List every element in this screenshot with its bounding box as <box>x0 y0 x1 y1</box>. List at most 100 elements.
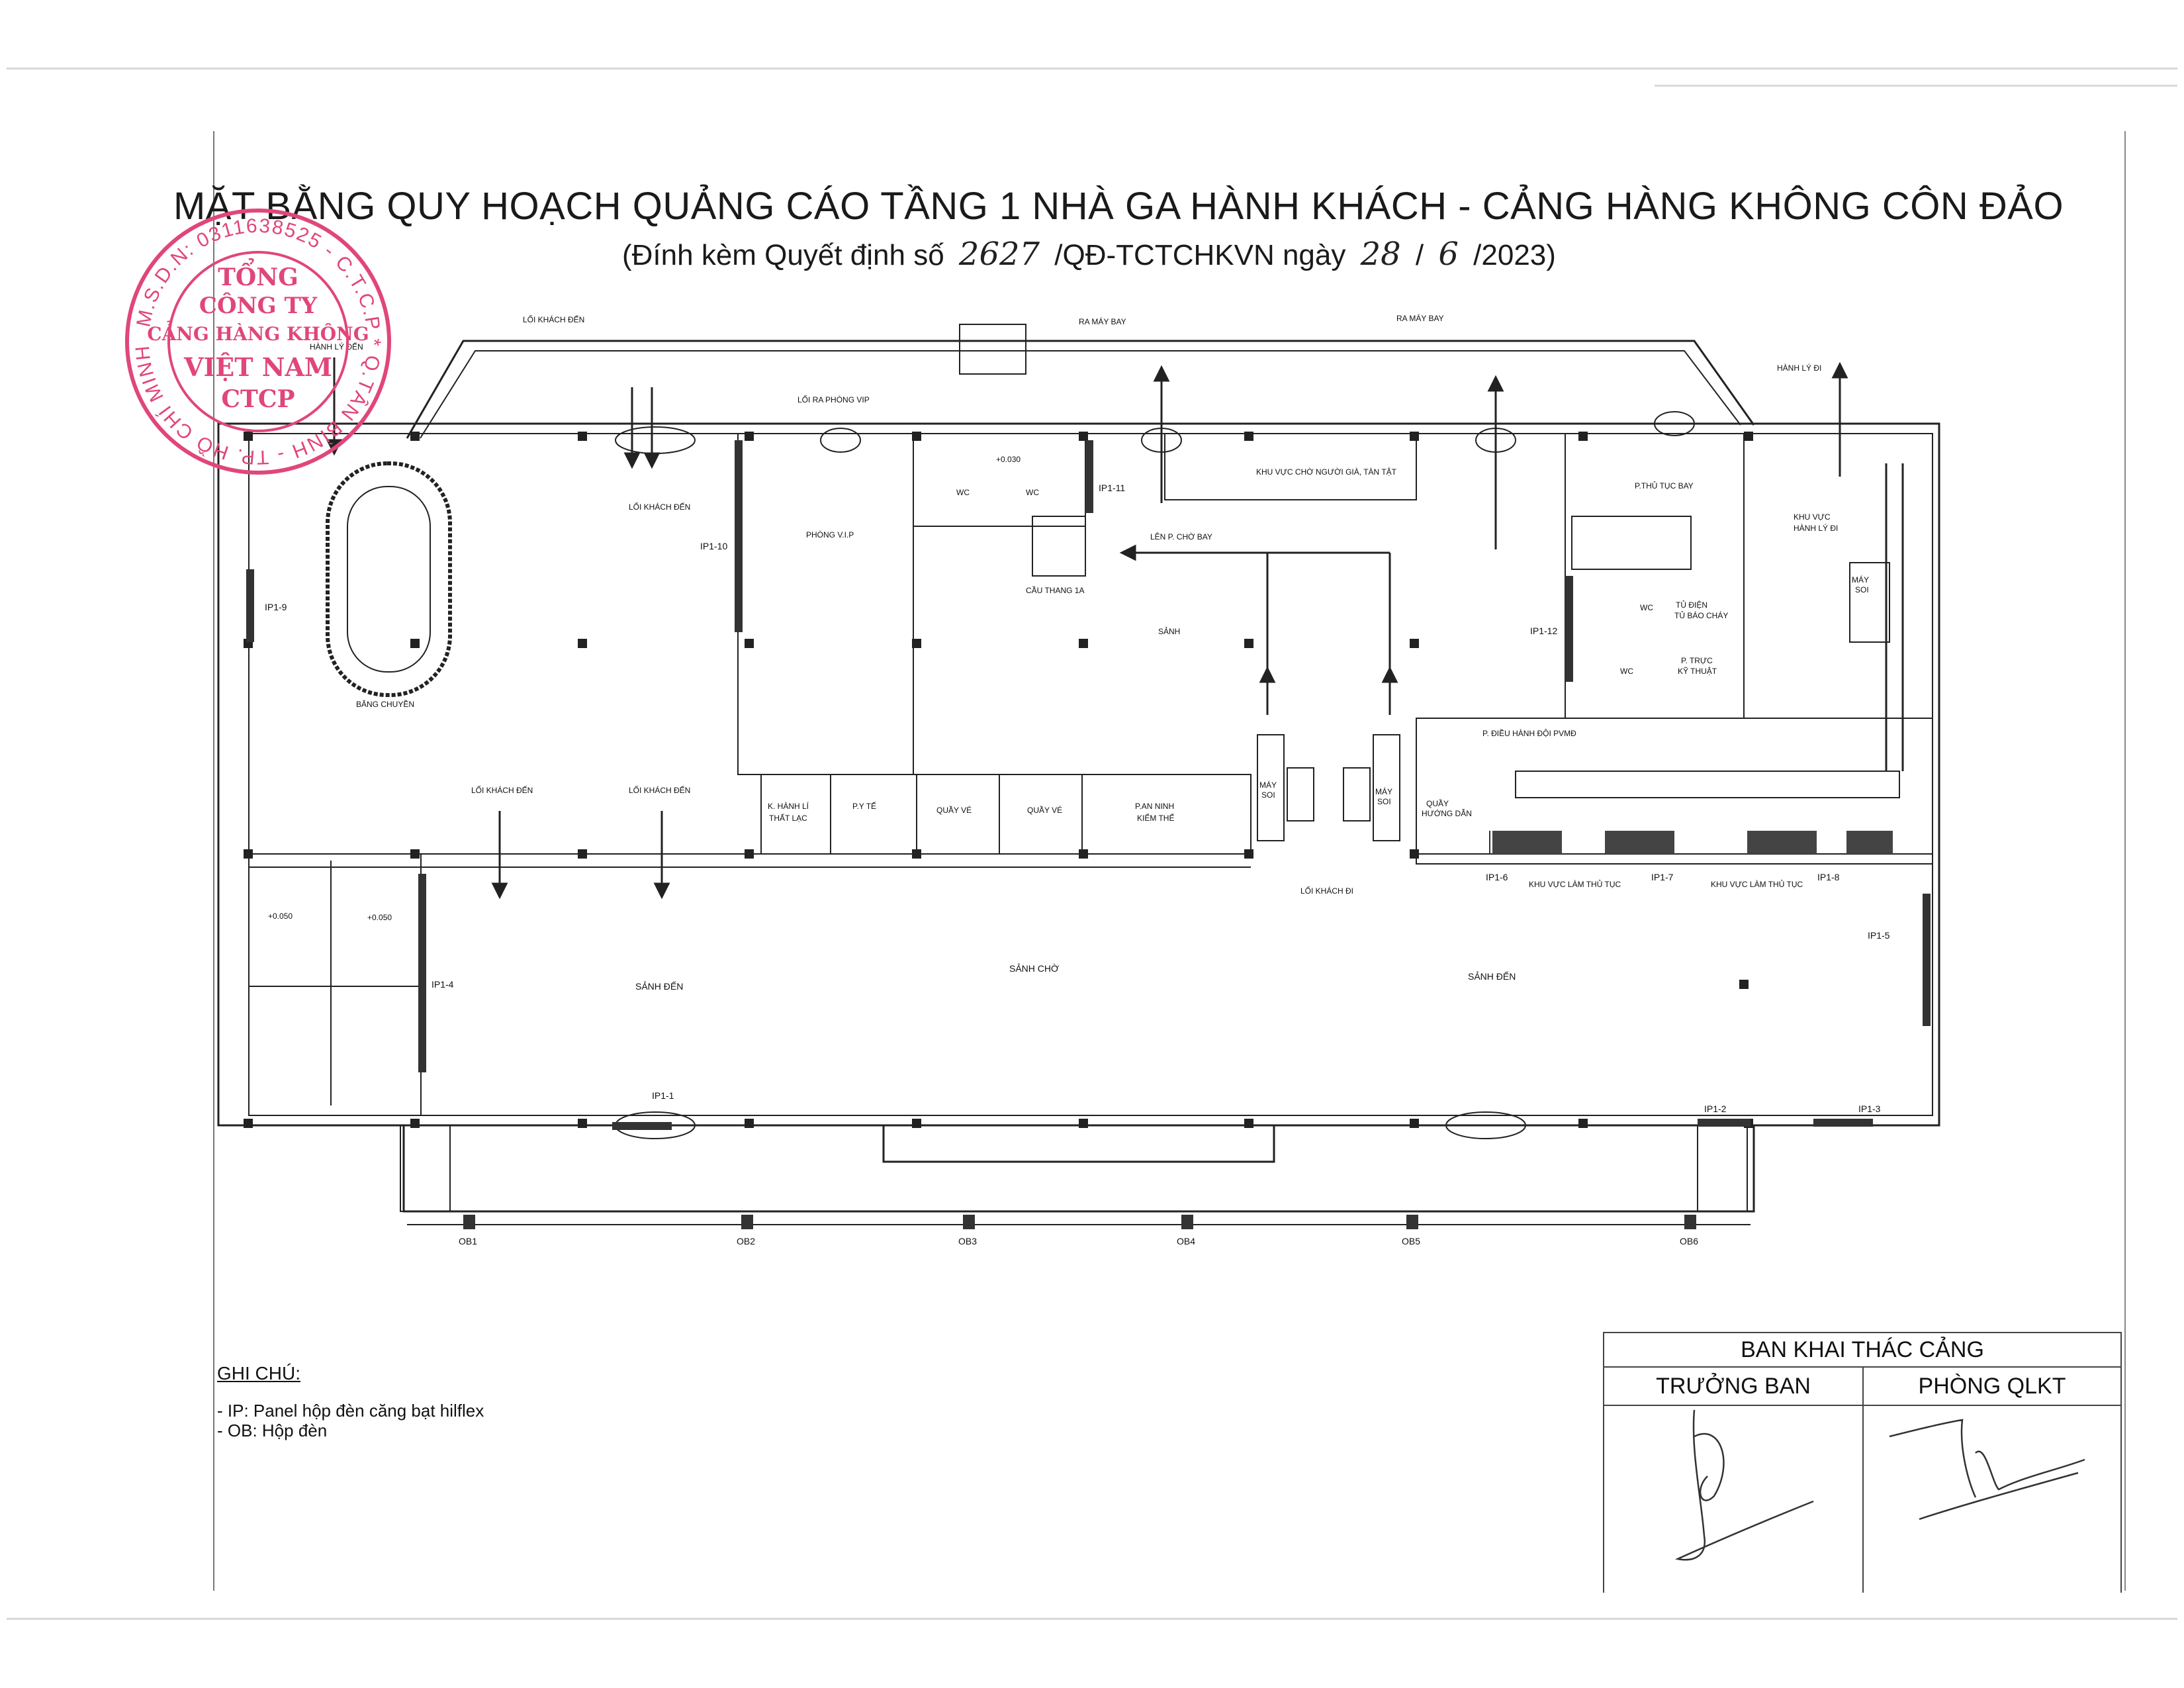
seal-line-2: CÔNG TY <box>199 293 318 319</box>
signature-col-head: TRƯỞNG BAN <box>1604 1368 1864 1593</box>
label-ip1-2: IP1-2 <box>1704 1103 1727 1114</box>
seal-line-1: TỔNG <box>218 263 298 291</box>
label-to-aircraft-2: RA MÁY BAY <box>1396 313 1444 323</box>
label-arrivals-exit-left2: LỐI KHÁCH ĐẾN <box>629 785 690 795</box>
label-elec-panel-1: TỦ ĐIỆN <box>1676 600 1707 610</box>
scan-top-line-right <box>1655 85 2177 87</box>
decision-number: 2627 <box>958 236 1040 273</box>
signature-left-header: TRƯỞNG BAN <box>1604 1368 1862 1406</box>
label-elev-1: +0.030 <box>996 455 1021 464</box>
label-security-1: P.AN NINH <box>1135 802 1174 811</box>
label-ob3: OB3 <box>958 1236 977 1246</box>
date-month: 6 <box>1438 236 1459 273</box>
label-waiting-hall: SẢNH CHỜ <box>1009 963 1059 974</box>
signature-left <box>1674 1409 1814 1561</box>
scan-top-line <box>7 68 2177 70</box>
notes-item-ip: - IP: Panel hộp đèn căng bạt hilflex <box>217 1401 484 1421</box>
label-ip1-6: IP1-6 <box>1486 872 1508 882</box>
scan-bottom-line <box>7 1618 2177 1620</box>
light-box-markers <box>463 1215 1696 1229</box>
columns <box>244 432 1753 1128</box>
label-flight-procedures: P.THỦ TỤC BAY <box>1635 481 1694 491</box>
priority-zone-wall <box>1164 433 1417 500</box>
label-ip1-9: IP1-9 <box>265 602 287 612</box>
label-xray-mid-1: MÁY <box>1375 786 1392 796</box>
label-vip-room: PHÒNG V.I.P <box>806 530 854 539</box>
label-arrivals-hall-left: SẢNH ĐẾN <box>635 981 683 992</box>
label-elev-2: +0.050 <box>268 912 293 921</box>
signature-left-loop <box>1694 1432 1725 1501</box>
label-ip1-3: IP1-3 <box>1858 1103 1881 1114</box>
label-ip1-8: IP1-8 <box>1817 872 1840 882</box>
ad-panels <box>246 440 1931 1130</box>
label-xray-mid-2: SOI <box>1377 797 1391 806</box>
date-sep: / <box>1415 239 1424 271</box>
label-dep-baggage-area-2: HÀNH LÝ ĐI <box>1794 523 1838 533</box>
label-hall: SẢNH <box>1158 626 1180 636</box>
document-frame <box>213 131 2126 1591</box>
document-subtitle: (Đính kèm Quyết định số 2627 /QĐ-TCTCHKV… <box>622 236 1556 273</box>
notes-item-ob: - OB: Hộp đèn <box>217 1421 328 1440</box>
ramp-blocks <box>400 1125 1748 1212</box>
label-ob4: OB4 <box>1177 1236 1195 1246</box>
signature-right <box>1889 1419 2085 1521</box>
label-xray-left-1: MÁY <box>1259 780 1277 790</box>
wc-block-wall <box>913 433 1086 527</box>
label-guide-desk-1: QUẦY <box>1426 798 1449 808</box>
stair-1a <box>1032 516 1086 577</box>
canopy-top <box>406 340 1755 439</box>
baggage-belt-inner <box>347 486 431 673</box>
label-wc-2: WC <box>1026 488 1039 497</box>
label-guide-desk-2: HƯỚNG DẪN <box>1422 808 1472 818</box>
label-ip1-4: IP1-4 <box>432 979 454 990</box>
subtitle-middle: /QĐ-TCTCHKVN ngày <box>1054 239 1346 271</box>
signature-block-title: BAN KHAI THÁC CẢNG <box>1604 1333 2120 1368</box>
seal-line-4: VIỆT NAM <box>183 352 332 382</box>
label-priority-waiting: KHU VỰC CHỜ NGƯỜI GIÀ, TÀN TẬT <box>1256 467 1397 477</box>
baggage-belt <box>326 461 452 697</box>
right-service-wall <box>1565 433 1745 719</box>
label-ob5: OB5 <box>1402 1236 1420 1246</box>
label-checkin-1: KHU VỰC LÀM THỦ TỤC <box>1529 879 1621 889</box>
document-title: MẶT BẰNG QUY HOẠCH QUẢNG CÁO TẦNG 1 NHÀ … <box>173 185 2064 228</box>
label-ob6: OB6 <box>1680 1236 1698 1246</box>
label-ip1-5: IP1-5 <box>1868 930 1890 941</box>
label-dep-baggage-area-1: KHU VỰC <box>1794 512 1831 522</box>
entrance-recess <box>882 1125 1275 1163</box>
label-ip1-10: IP1-10 <box>700 541 727 551</box>
label-tech-duty-1: P. TRỰC <box>1681 656 1713 665</box>
label-lost-found-2: THẤT LẠC <box>769 813 807 823</box>
label-to-aircraft-1: RA MÁY BAY <box>1079 316 1126 326</box>
left-wc-wall <box>248 853 422 1116</box>
label-ip1-12: IP1-12 <box>1530 626 1557 636</box>
label-wc-4: WC <box>1620 667 1633 676</box>
company-seal: M.S.D.N: 0311638525 - C.T.C.P * Q.TÂN BÌ… <box>114 185 397 481</box>
label-arrivals-hall-right: SẢNH ĐẾN <box>1468 971 1516 982</box>
flow-arrows <box>326 357 1848 900</box>
stairs-right <box>1571 516 1692 570</box>
label-wc-1: WC <box>956 488 970 497</box>
seal-line-5: CTCP <box>221 385 295 413</box>
checkin-conveyor <box>1515 771 1900 798</box>
label-checkin-2: KHU VỰC LÀM THỦ TỤC <box>1711 879 1803 889</box>
canopy-top-inner <box>420 350 1741 439</box>
label-tech-duty-2: KỸ THUẬT <box>1678 666 1717 676</box>
checkin-area-wall <box>1416 718 1933 865</box>
date-day: 28 <box>1360 236 1401 273</box>
vip-room-wall <box>737 433 914 775</box>
notes-block: GHI CHÚ: - IP: Panel hộp đèn căng bạt hi… <box>217 1363 484 1441</box>
label-arrival-baggage: HÀNH LÝ ĐẾN <box>310 342 363 352</box>
label-wc-3: WC <box>1640 603 1653 612</box>
label-ip1-7: IP1-7 <box>1651 872 1674 882</box>
label-baggage-belt: BĂNG CHUYỀN <box>356 699 414 709</box>
canopy-bottom <box>402 1125 1755 1213</box>
notes-heading: GHI CHÚ: <box>217 1363 300 1383</box>
label-ob2: OB2 <box>737 1236 755 1246</box>
seal-graphic: M.S.D.N: 0311638525 - C.T.C.P * Q.TÂN BÌ… <box>114 185 391 475</box>
signature-col-dept: PHÒNG QLKT <box>1864 1368 2120 1593</box>
label-xray-right-2: SOI <box>1855 585 1869 594</box>
label-xray-right-1: MÁY <box>1852 575 1869 585</box>
label-departures-exit: LỐI KHÁCH ĐI <box>1300 886 1353 896</box>
building-walls <box>217 324 1940 1225</box>
